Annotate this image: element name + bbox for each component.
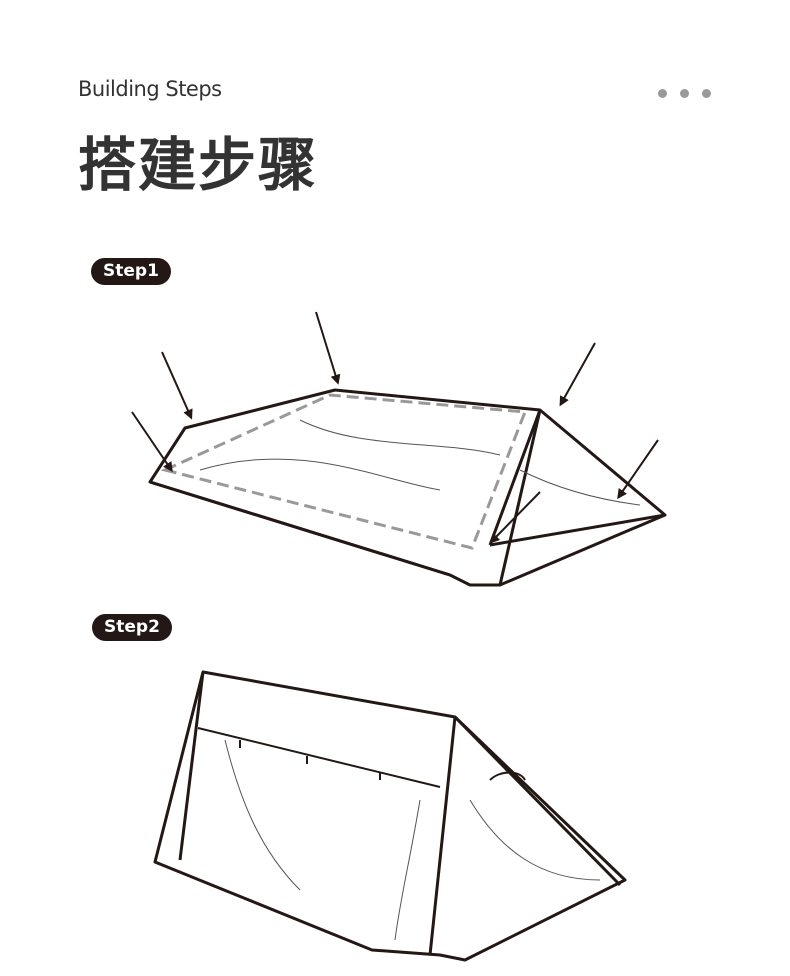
step1-badge: Step1: [91, 258, 171, 285]
section-subtitle: Building Steps: [78, 77, 222, 101]
page-title: 搭建步骤: [78, 131, 319, 199]
dot: [680, 89, 689, 98]
dot: [702, 89, 711, 98]
more-dots-icon: [658, 89, 711, 98]
dot: [658, 89, 667, 98]
step2-badge: Step2: [92, 614, 172, 641]
